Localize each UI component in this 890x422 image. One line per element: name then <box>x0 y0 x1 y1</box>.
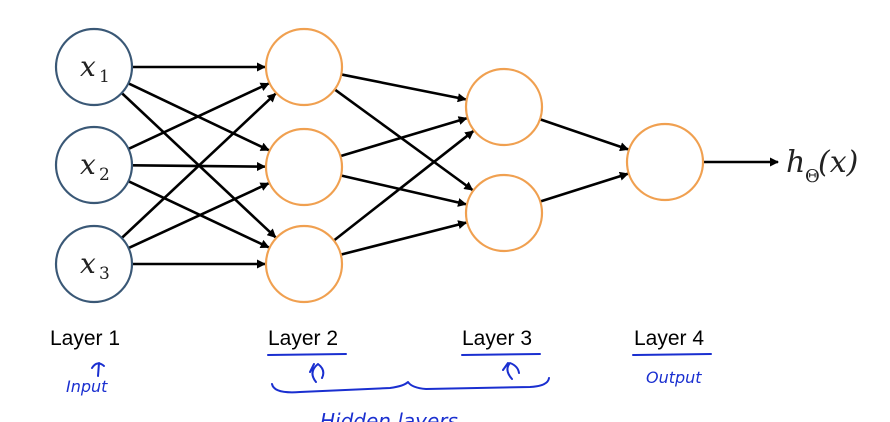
input-node-circle <box>54 224 134 304</box>
annotation-input: Input <box>66 377 108 396</box>
output-fn: h <box>786 145 805 180</box>
output-node <box>625 122 705 202</box>
input-node-circle <box>54 27 134 107</box>
layer-1-nodes: x 1 x 2 x 3 <box>54 27 134 304</box>
layer-label-1: Layer 1 <box>50 327 120 350</box>
connection-arrow <box>340 220 468 256</box>
input-var: x <box>80 247 96 280</box>
connection-arrow <box>341 73 467 103</box>
layer-labels: Layer 1 Layer 2 Layer 3 Layer 4 <box>50 327 704 350</box>
hidden-node <box>264 127 344 207</box>
connection-arrow <box>127 182 270 250</box>
layer-label-2: Layer 2 <box>268 327 338 350</box>
connections <box>120 62 779 269</box>
handwritten-annotations: Input Output Hidden layers <box>66 353 712 422</box>
connection-arrow <box>539 171 629 203</box>
connection-arrow <box>340 174 467 207</box>
hidden-layers-brace <box>271 377 550 394</box>
annotation-output: Output <box>646 368 702 387</box>
underline-layer-2 <box>267 353 347 356</box>
connection-arrow <box>120 92 277 239</box>
input-sub: 3 <box>99 264 110 284</box>
input-node-x2: x 2 <box>54 125 134 205</box>
input-node-circle <box>54 125 134 205</box>
layer-4-nodes <box>625 122 705 202</box>
underline-layer-3 <box>461 353 541 356</box>
layer-3-nodes <box>464 67 544 253</box>
layer-label-4: Layer 4 <box>634 327 704 350</box>
input-var: x <box>80 50 96 83</box>
hidden-node <box>264 27 344 107</box>
arrow-up-layer-3 <box>502 362 520 380</box>
connection-arrow <box>333 130 475 242</box>
hidden-node <box>464 173 544 253</box>
layer-2-nodes <box>264 27 344 304</box>
output-sub: Θ <box>805 166 820 187</box>
connection-arrow <box>333 88 474 192</box>
input-node-x3: x 3 <box>54 224 134 304</box>
input-var: x <box>80 148 96 181</box>
hidden-node <box>464 67 544 147</box>
layer-label-3: Layer 3 <box>462 327 532 350</box>
arrow-up-input <box>91 362 105 377</box>
underline-layer-4 <box>632 353 712 356</box>
connection-arrow <box>340 116 468 158</box>
connection-arrow <box>127 82 270 151</box>
input-node-x1: x 1 <box>54 27 134 107</box>
output-arg: (x) <box>818 145 858 180</box>
hidden-node <box>264 224 344 304</box>
input-sub: 2 <box>99 165 110 185</box>
annotation-hidden: Hidden layers <box>320 409 458 422</box>
connection-arrow <box>539 118 630 152</box>
output-expression: h Θ (x) <box>786 145 858 187</box>
arrow-up-layer-2 <box>309 363 325 383</box>
input-sub: 1 <box>99 67 110 87</box>
